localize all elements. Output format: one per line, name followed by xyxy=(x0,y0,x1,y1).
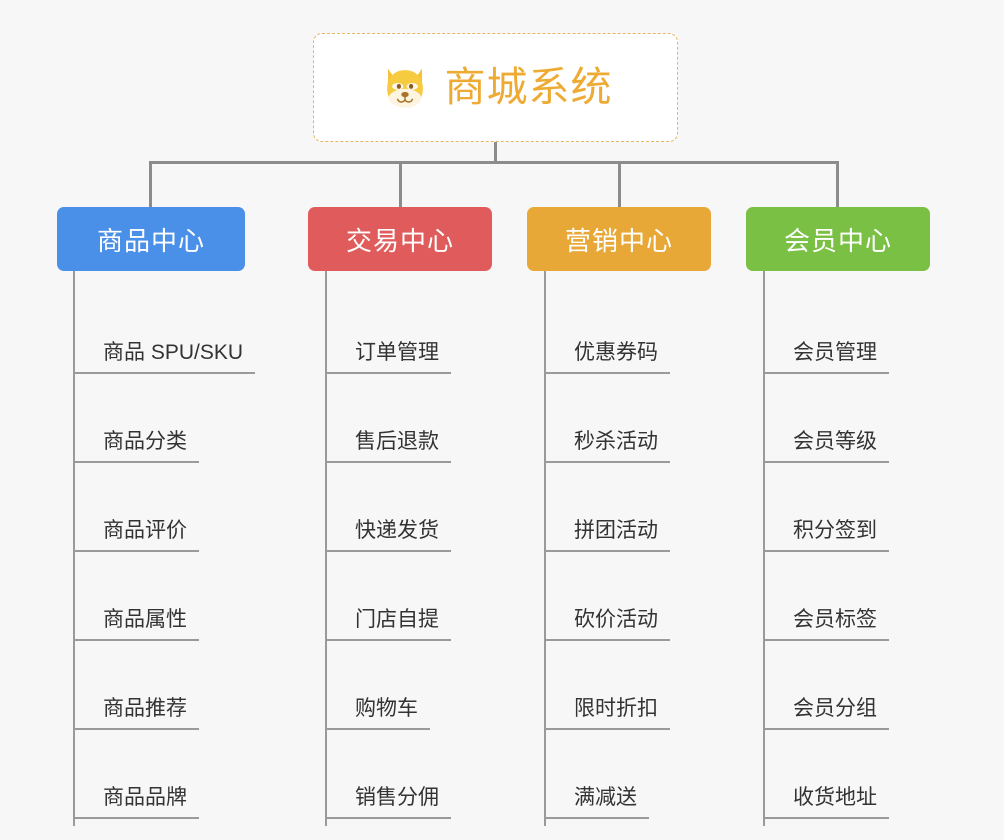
connector-horizontal-bus xyxy=(149,161,839,164)
leaf-item[interactable]: 优惠券码 xyxy=(544,285,670,374)
leaf-label: 订单管理 xyxy=(325,342,451,374)
leaf-item[interactable]: 满减送 xyxy=(544,730,649,819)
leaf-item[interactable]: 会员标签 xyxy=(763,552,889,641)
leaf-label: 会员标签 xyxy=(763,609,889,641)
connector-drop-2 xyxy=(399,161,402,207)
leaf-item[interactable]: 商品分类 xyxy=(73,374,199,463)
connector-drop-1 xyxy=(149,161,152,207)
leaf-label: 满减送 xyxy=(544,787,649,819)
leaf-label: 商品 SPU/SKU xyxy=(73,342,256,374)
leaf-label: 会员管理 xyxy=(763,342,889,374)
leaf-label: 限时折扣 xyxy=(544,698,670,730)
leaf-item[interactable]: 会员管理 xyxy=(763,285,889,374)
connector-drop-4 xyxy=(836,161,839,207)
leaf-label: 商品分类 xyxy=(73,431,199,463)
leaf-item[interactable]: 订单管理 xyxy=(325,285,451,374)
leaf-spine-4 xyxy=(763,271,765,826)
leaf-label: 优惠券码 xyxy=(544,342,670,374)
leaf-item[interactable]: 门店自提 xyxy=(325,552,451,641)
leaf-item[interactable]: 会员等级 xyxy=(763,374,889,463)
leaf-label: 售后退款 xyxy=(325,431,451,463)
root-title: 商城系统 xyxy=(444,64,613,110)
leaf-item[interactable]: 会员分组 xyxy=(763,641,889,730)
connector-root-stem xyxy=(494,142,497,163)
connector-drop-3 xyxy=(618,161,621,207)
leaf-item[interactable]: 商品推荐 xyxy=(73,641,199,730)
leaf-label: 购物车 xyxy=(325,698,430,730)
leaf-label: 砍价活动 xyxy=(544,609,670,641)
leaf-label: 会员分组 xyxy=(763,698,889,730)
leaf-spine-3 xyxy=(544,271,546,826)
leaf-label: 拼团活动 xyxy=(544,520,670,552)
leaf-item[interactable]: 秒杀活动 xyxy=(544,374,670,463)
leaf-label: 商品评价 xyxy=(73,520,199,552)
leaf-label: 积分签到 xyxy=(763,520,889,552)
category-box-3[interactable]: 营销中心 xyxy=(527,207,711,271)
leaf-item[interactable]: 商品评价 xyxy=(73,463,199,552)
leaf-item[interactable]: 商品 SPU/SKU xyxy=(73,285,256,374)
leaf-item[interactable]: 积分签到 xyxy=(763,463,889,552)
leaf-label: 秒杀活动 xyxy=(544,431,670,463)
dog-face-icon xyxy=(386,68,423,107)
leaf-spine-2 xyxy=(325,271,327,826)
leaf-label: 销售分佣 xyxy=(325,787,451,819)
leaf-item[interactable]: 砍价活动 xyxy=(544,552,670,641)
category-box-1[interactable]: 商品中心 xyxy=(57,207,245,271)
leaf-label: 会员等级 xyxy=(763,431,889,463)
leaf-item[interactable]: 拼团活动 xyxy=(544,463,670,552)
leaf-spine-1 xyxy=(73,271,75,826)
leaf-label: 商品推荐 xyxy=(73,698,199,730)
leaf-label: 商品属性 xyxy=(73,609,199,641)
category-label-1: 商品中心 xyxy=(96,225,205,256)
leaf-label: 收货地址 xyxy=(763,787,889,819)
leaf-item[interactable]: 售后退款 xyxy=(325,374,451,463)
leaf-item[interactable]: 快递发货 xyxy=(325,463,451,552)
category-label-3: 营销中心 xyxy=(564,225,673,256)
root-node[interactable]: 商城系统 xyxy=(313,33,678,142)
leaf-label: 门店自提 xyxy=(325,609,451,641)
leaf-item[interactable]: 商品品牌 xyxy=(73,730,199,819)
leaf-item[interactable]: 限时折扣 xyxy=(544,641,670,730)
leaf-item[interactable]: 收货地址 xyxy=(763,730,889,819)
leaf-item[interactable]: 商品属性 xyxy=(73,552,199,641)
leaf-item[interactable]: 购物车 xyxy=(325,641,430,730)
category-label-4: 会员中心 xyxy=(783,225,892,256)
leaf-label: 快递发货 xyxy=(325,520,451,552)
category-box-4[interactable]: 会员中心 xyxy=(746,207,930,271)
category-box-2[interactable]: 交易中心 xyxy=(308,207,492,271)
category-label-2: 交易中心 xyxy=(345,225,454,256)
leaf-label: 商品品牌 xyxy=(73,787,199,819)
leaf-item[interactable]: 销售分佣 xyxy=(325,730,451,819)
